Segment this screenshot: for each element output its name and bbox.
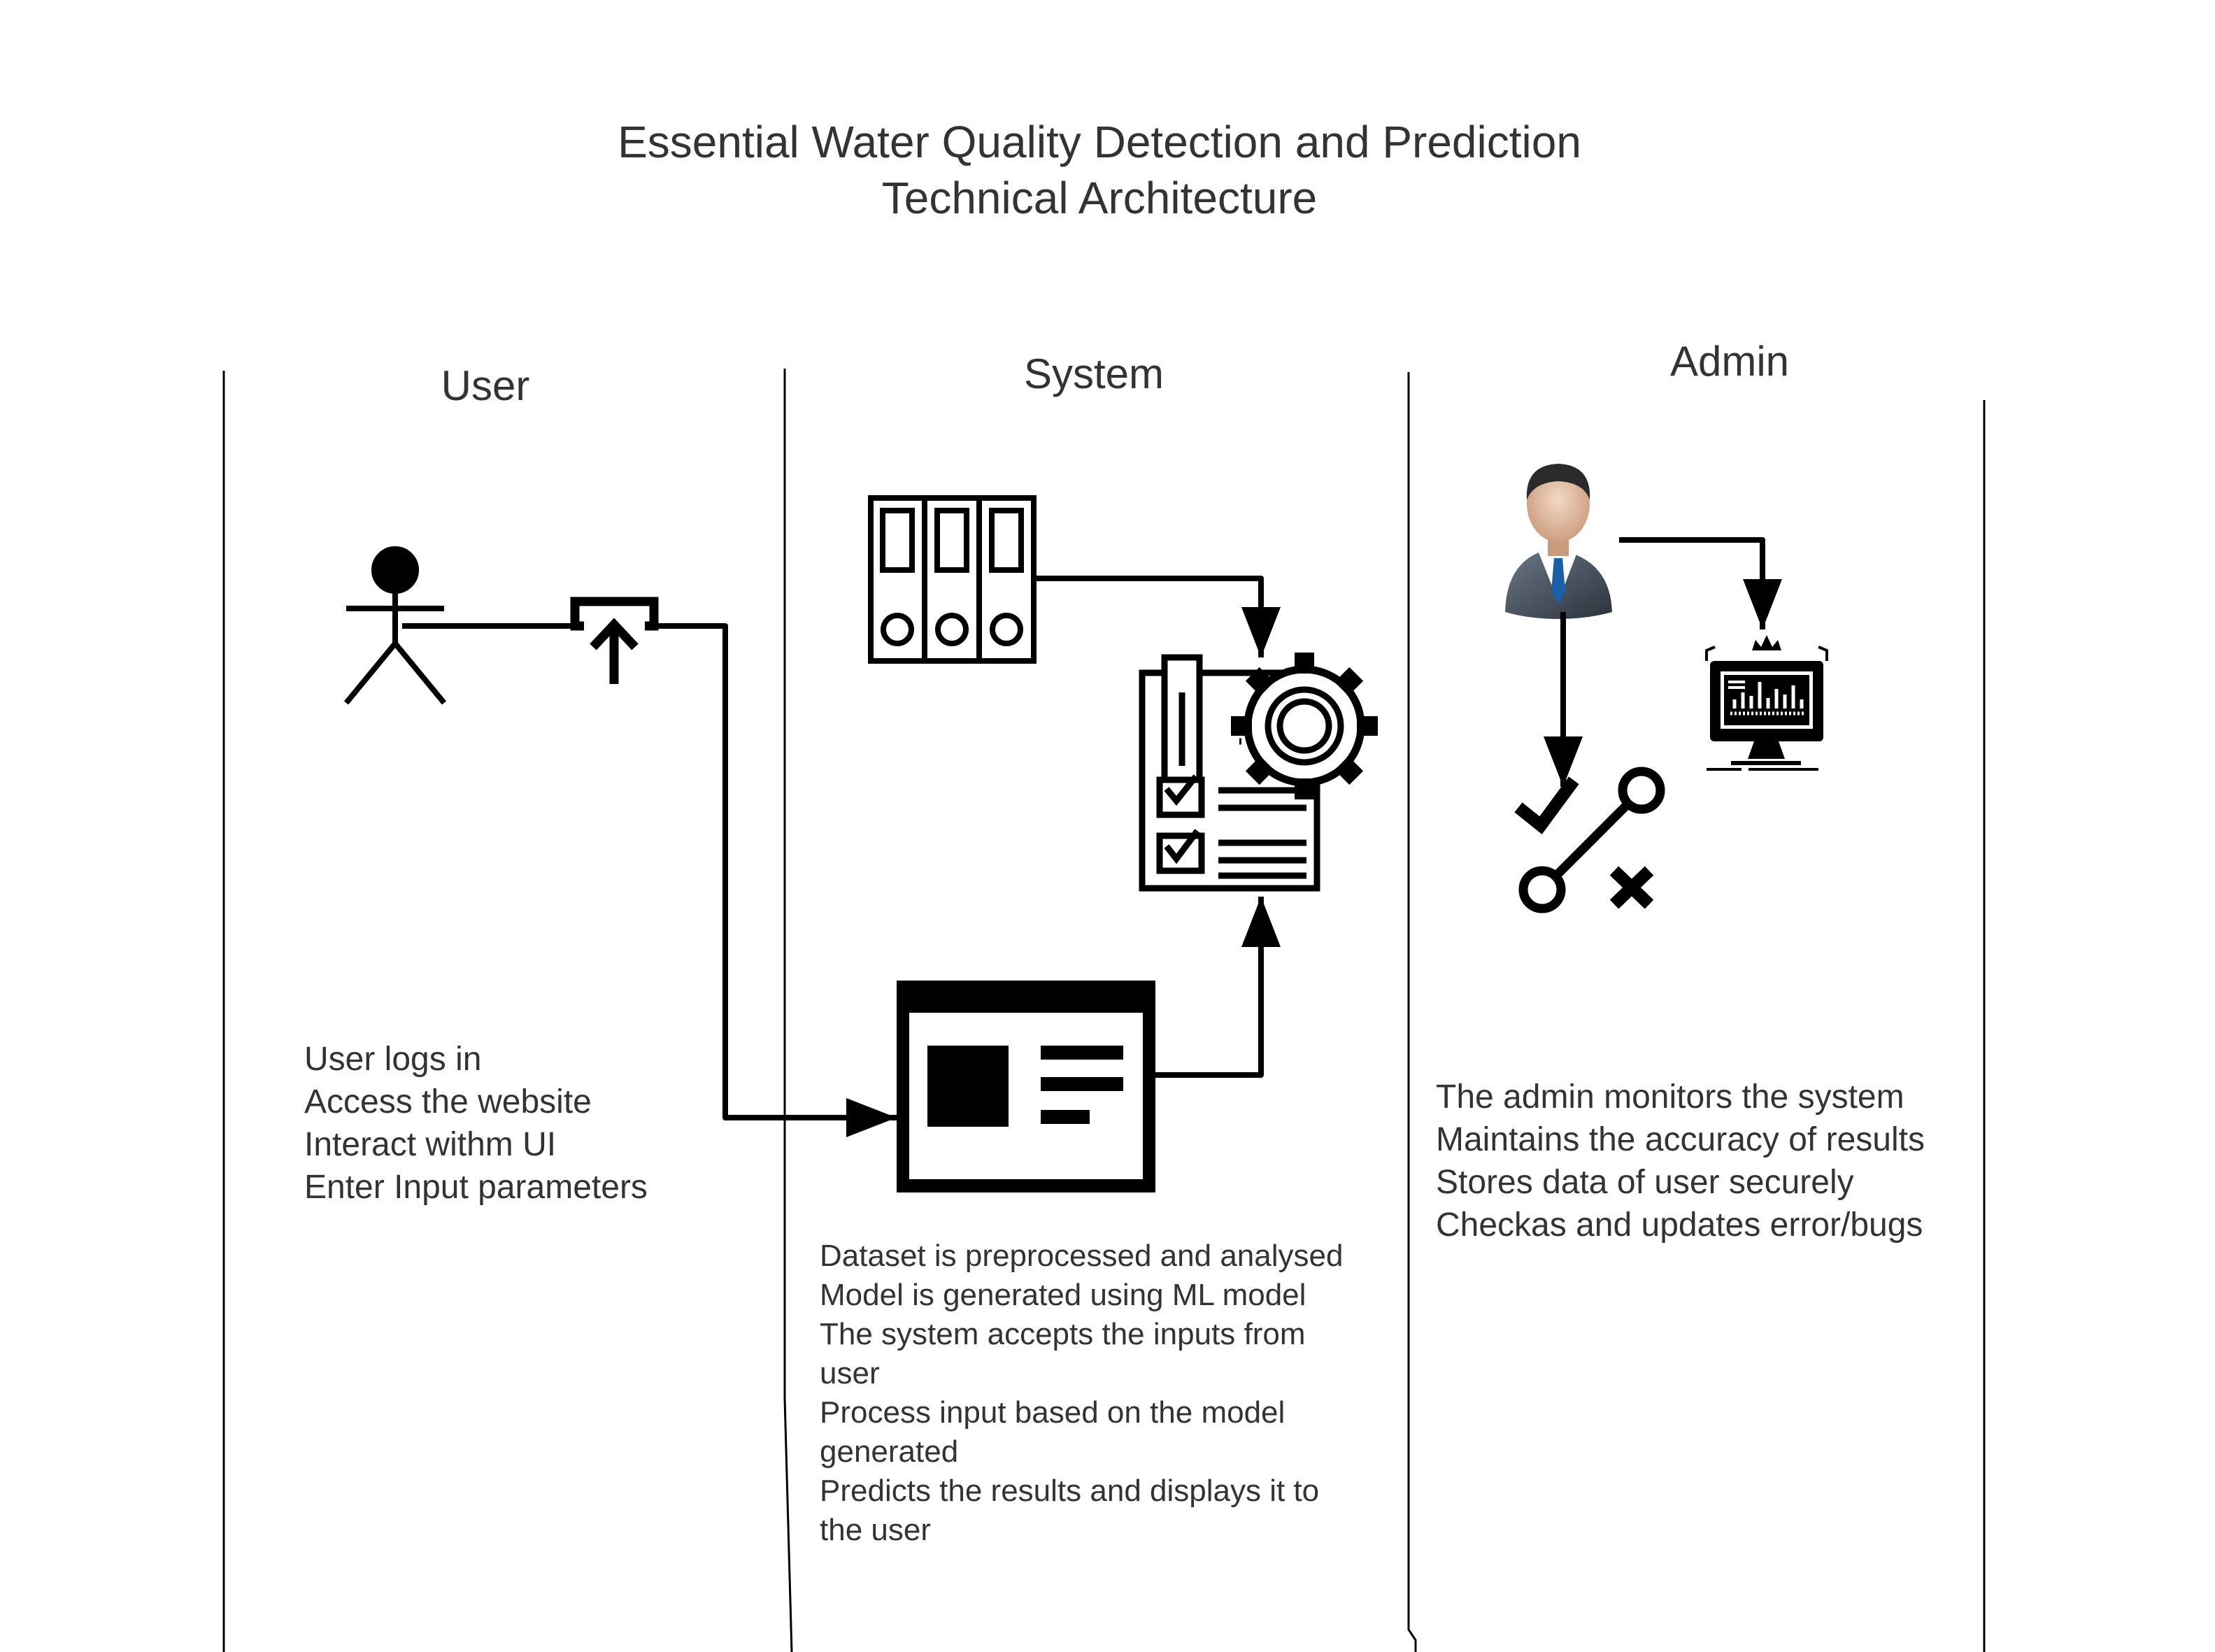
admin-lane-description: The admin monitors the system Maintains …: [1436, 1078, 1925, 1244]
user-step-3: Interact withm UI: [304, 1126, 556, 1163]
gear-checklist-icon: [1139, 653, 1378, 892]
admin-step-4: Checkas and updates error/bugs: [1436, 1206, 1923, 1244]
system-step-2: Model is generated using ML model: [820, 1278, 1306, 1312]
connector-user-to-webpage: [402, 623, 897, 1137]
user-step-4: Enter Input parameters: [304, 1169, 648, 1206]
binders-icon: [868, 495, 1037, 664]
system-step-5: Predicts the results and displays it to: [820, 1474, 1319, 1508]
stick-figure-icon: [343, 546, 447, 705]
upload-icon: [570, 597, 659, 684]
swimlane-borders: [222, 369, 1986, 1652]
connector-dataset-to-processing: [1034, 576, 1281, 657]
user-lane-description: User logs in Access the website Interact…: [304, 1041, 648, 1206]
system-step-5-cont: the user: [820, 1513, 931, 1547]
system-step-4-cont: generated: [820, 1434, 958, 1469]
diagram-title-line2: Technical Architecture: [882, 173, 1318, 223]
system-step-3-cont: user: [820, 1356, 880, 1390]
web-page-icon: [897, 981, 1155, 1192]
user-step-1: User logs in: [304, 1041, 481, 1078]
admin-step-2: Maintains the accuracy of results: [1436, 1121, 1925, 1158]
lane-title-admin: Admin: [1670, 338, 1789, 385]
connector-webpage-to-processing: [1155, 897, 1281, 1078]
admin-step-3: Stores data of user securely: [1436, 1164, 1854, 1201]
system-step-3: The system accepts the inputs from: [820, 1317, 1306, 1351]
user-step-2: Access the website: [304, 1083, 592, 1120]
lane-title-user: User: [441, 362, 530, 409]
connector-admin-to-monitor: [1619, 537, 1782, 629]
path-check-cross-icon: [1514, 767, 1665, 913]
lane-title-system: System: [1024, 350, 1164, 397]
businessman-icon: [1505, 464, 1612, 619]
system-step-1: Dataset is preprocessed and analysed: [820, 1239, 1343, 1273]
system-lane-description: Dataset is preprocessed and analysed Mod…: [820, 1239, 1343, 1547]
system-step-4: Process input based on the model: [820, 1395, 1285, 1430]
monitor-chart-icon: [1705, 635, 1828, 771]
admin-step-1: The admin monitors the system: [1436, 1078, 1904, 1116]
diagram-title-line1: Essential Water Quality Detection and Pr…: [618, 117, 1581, 167]
